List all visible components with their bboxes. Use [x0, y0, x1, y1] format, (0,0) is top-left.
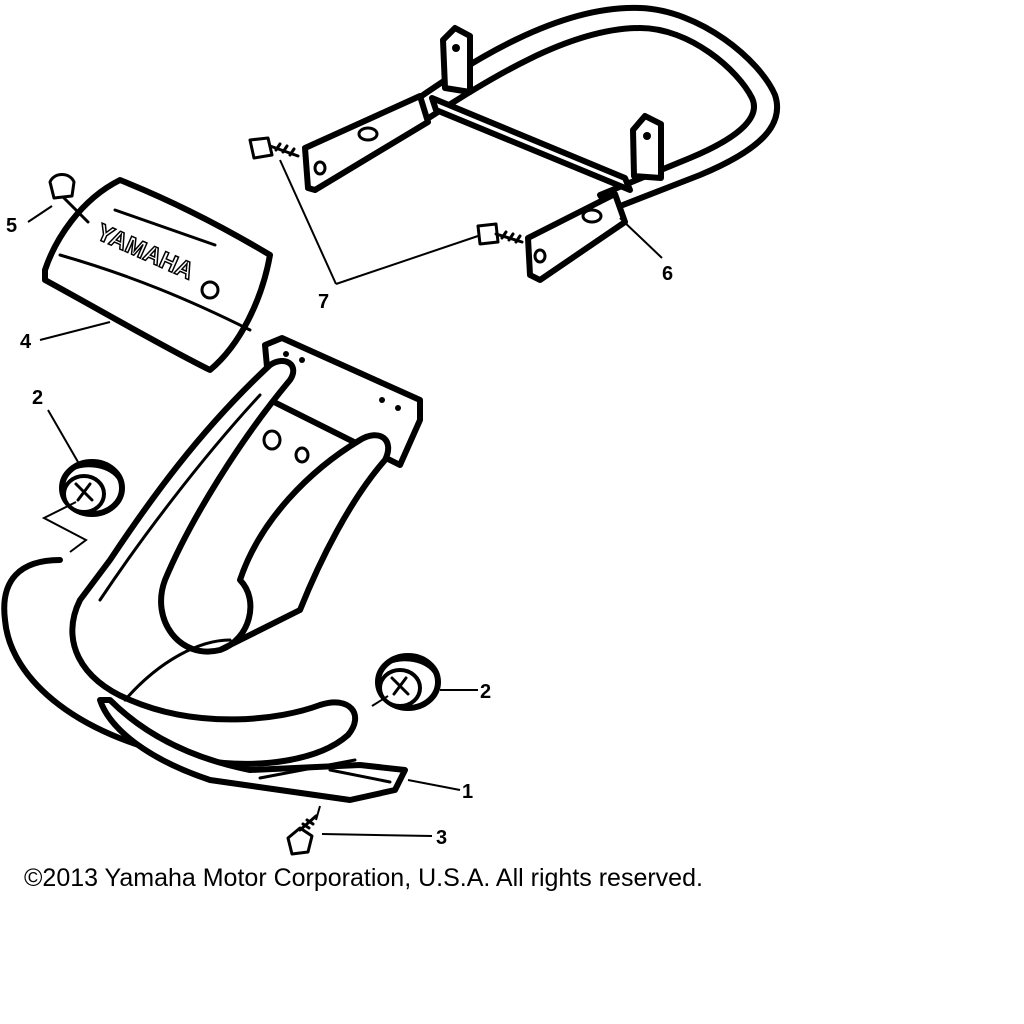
- bumper-frame-part-1: [1, 335, 423, 803]
- callout-label-5: 5: [6, 215, 17, 237]
- bushing-part-2-upper: [59, 459, 125, 517]
- screw-part-5: [48, 173, 90, 224]
- callout-label-2-lower: 2: [480, 681, 491, 703]
- callout-label-1: 1: [462, 781, 473, 803]
- bolt-part-3: [286, 814, 318, 856]
- callout-label-3: 3: [436, 827, 447, 849]
- callout-labels: 5 4 2 2 1 3 6 7: [6, 215, 673, 849]
- bolt-part-7-left: [248, 136, 300, 160]
- copyright-notice: ©2013 Yamaha Motor Corporation, U.S.A. A…: [24, 864, 703, 892]
- callout-label-7: 7: [318, 291, 329, 313]
- callout-label-6: 6: [662, 263, 673, 285]
- callout-label-4: 4: [20, 331, 32, 353]
- bushing-part-2-lower: [375, 653, 441, 711]
- cover-part-4: YAMAHA: [42, 177, 273, 373]
- leader-lines: [27, 159, 663, 837]
- callout-label-2-upper: 2: [32, 387, 43, 409]
- grab-bar-part-6: [302, 4, 781, 283]
- bolt-part-7-right: [476, 222, 524, 246]
